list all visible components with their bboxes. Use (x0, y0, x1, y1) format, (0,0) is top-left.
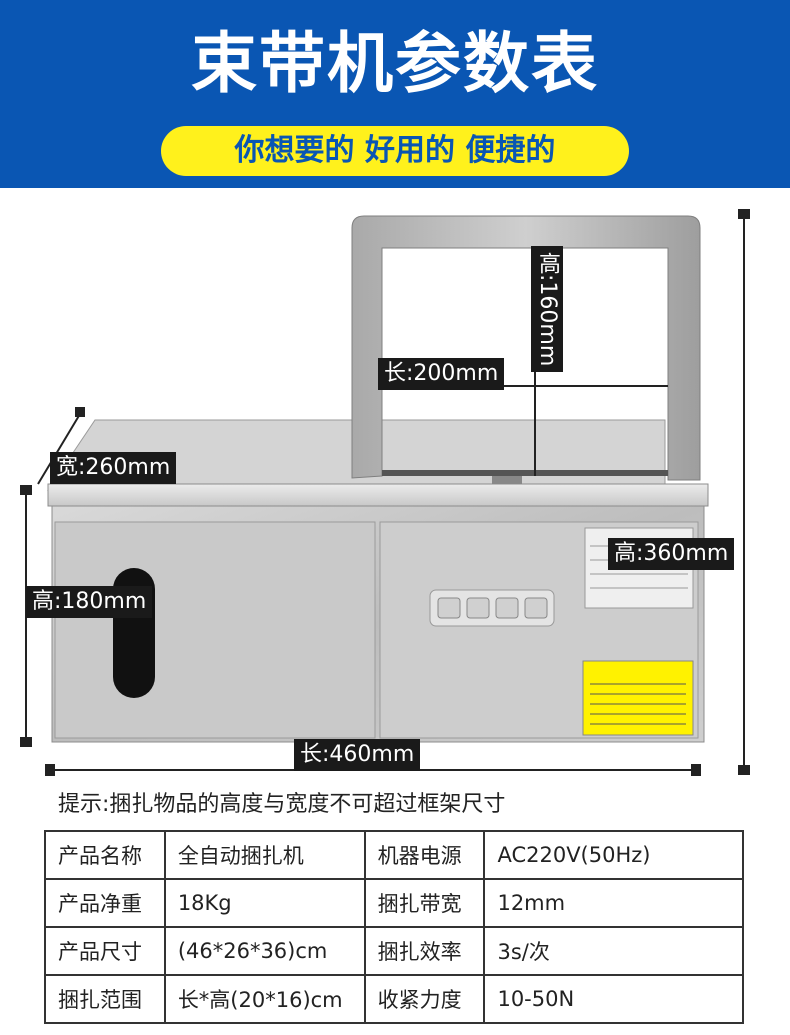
spec-value: 全自动捆扎机 (163, 830, 366, 880)
length-label: 长:460mm (294, 739, 421, 771)
table-row: 产品名称 全自动捆扎机 机器电源 AC220V(50Hz) (44, 830, 744, 880)
subtitle-text: 你想要的 好用的 便捷的 (234, 133, 556, 168)
spec-key: 捆扎范围 (44, 974, 166, 1024)
spec-key: 机器电源 (363, 830, 486, 880)
spec-key: 产品名称 (44, 830, 166, 880)
frame-length-label: 长:200mm (378, 358, 505, 390)
spec-value: (46*26*36)cm (163, 926, 366, 976)
header-banner: 束带机参数表 你想要的 好用的 便捷的 (0, 0, 790, 188)
total-height-label: 高:360mm (608, 538, 735, 570)
subtitle-pill: 你想要的 好用的 便捷的 (161, 126, 629, 176)
table-row: 产品净重 18Kg 捆扎带宽 12mm (44, 878, 744, 928)
table-row: 捆扎范围 长*高(20*16)cm 收紧力度 10-50N (44, 974, 744, 1024)
usage-note: 提示:捆扎物品的高度与宽度不可超过框架尺寸 (58, 792, 506, 817)
spec-key: 产品净重 (44, 878, 166, 928)
spec-key: 捆扎带宽 (363, 878, 486, 928)
spec-value: 12mm (483, 878, 744, 928)
frame-height-label: 高:160mm (531, 246, 563, 373)
spec-key: 收紧力度 (363, 974, 486, 1024)
spec-value: 长*高(20*16)cm (163, 974, 366, 1024)
spec-key: 产品尺寸 (44, 926, 166, 976)
machine-illustration: 高:160mm 长:200mm 宽:260mm 高:360mm 高:180mm … (0, 188, 790, 788)
width-label: 宽:260mm (50, 452, 177, 484)
spec-key: 捆扎效率 (363, 926, 486, 976)
table-row: 产品尺寸 (46*26*36)cm 捆扎效率 3s/次 (44, 926, 744, 976)
body-height-label: 高:180mm (26, 586, 153, 618)
spec-value: AC220V(50Hz) (483, 830, 744, 880)
spec-value: 3s/次 (483, 926, 744, 976)
spec-value: 18Kg (163, 878, 366, 928)
page-title: 束带机参数表 (191, 25, 599, 102)
spec-value: 10-50N (483, 974, 744, 1024)
spec-table: 产品名称 全自动捆扎机 机器电源 AC220V(50Hz) 产品净重 18Kg … (44, 830, 744, 1024)
machine-drawing (20, 209, 750, 776)
